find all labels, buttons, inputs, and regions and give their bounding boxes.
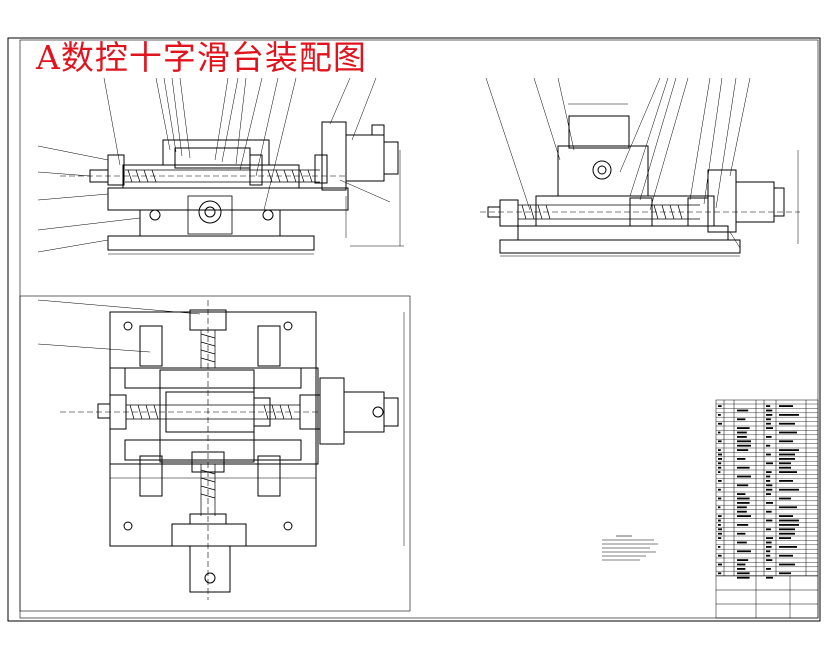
top-view	[19, 295, 411, 612]
outer-border	[7, 37, 821, 622]
side-view	[480, 77, 800, 257]
front-view	[37, 77, 404, 255]
technical-notes	[602, 535, 658, 561]
parts-list-rows	[716, 403, 818, 576]
parts-list-text-marks	[718, 405, 799, 579]
drawing-title: A数控十字滑台装配图	[36, 38, 367, 77]
parts-list-title-block	[715, 399, 819, 619]
